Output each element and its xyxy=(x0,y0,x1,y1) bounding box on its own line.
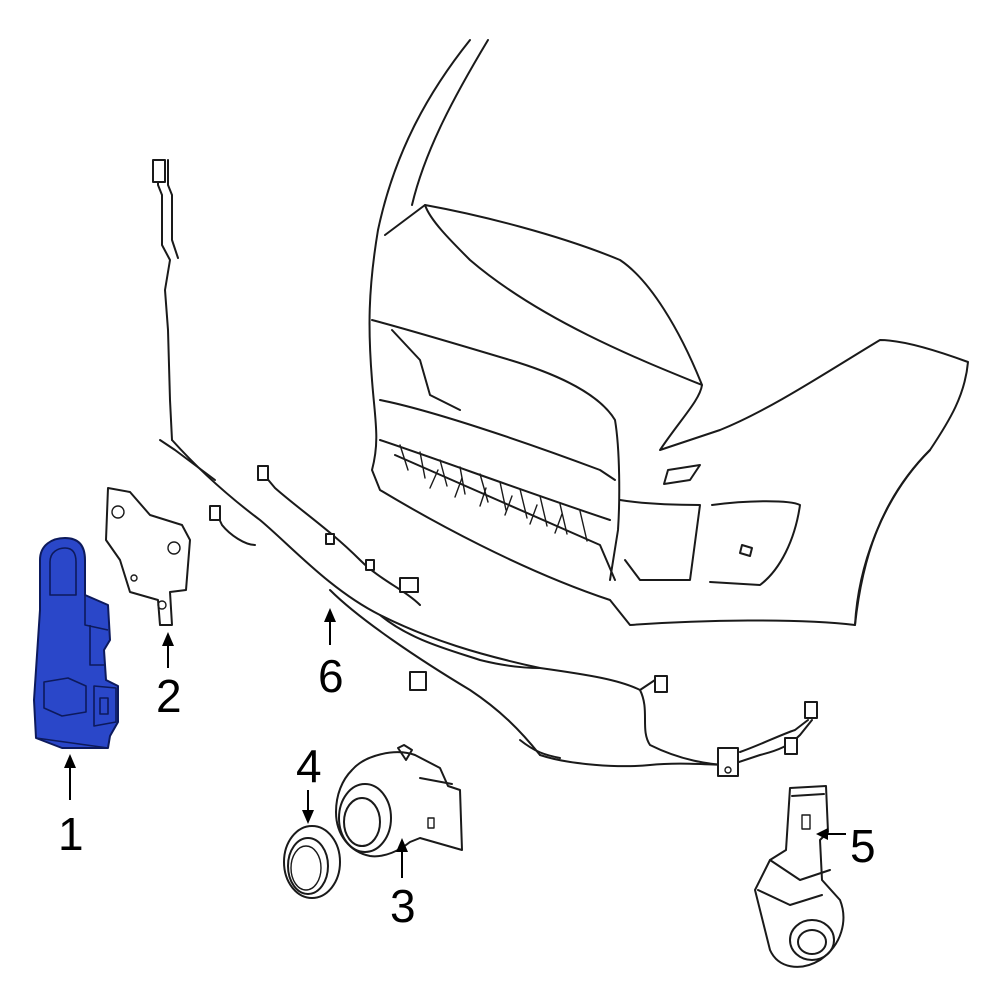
parking-aid-module-icon xyxy=(33,537,119,749)
callout-number-5: 5 xyxy=(850,820,876,872)
callout-arrow-3 xyxy=(396,838,408,878)
parking-sensor-icon xyxy=(335,744,463,858)
callout-arrow-5 xyxy=(816,828,846,840)
callout-number-3: 3 xyxy=(390,880,416,932)
callout-arrow-1 xyxy=(64,754,76,800)
wiring-harness-icon xyxy=(152,159,818,777)
front-bumper-icon xyxy=(368,39,969,626)
callout-number-4: 4 xyxy=(296,740,322,792)
callout-number-1: 1 xyxy=(58,808,84,860)
callout-number-2: 2 xyxy=(156,670,182,722)
sensor-retainer-ring-icon xyxy=(283,825,341,899)
callout-arrow-2 xyxy=(162,632,174,668)
parking-sensor-icon xyxy=(754,785,845,968)
callout-arrow-4 xyxy=(302,790,314,824)
callout-arrow-6 xyxy=(324,608,336,645)
bracket-icon xyxy=(105,487,191,626)
callout-number-6: 6 xyxy=(318,650,344,702)
